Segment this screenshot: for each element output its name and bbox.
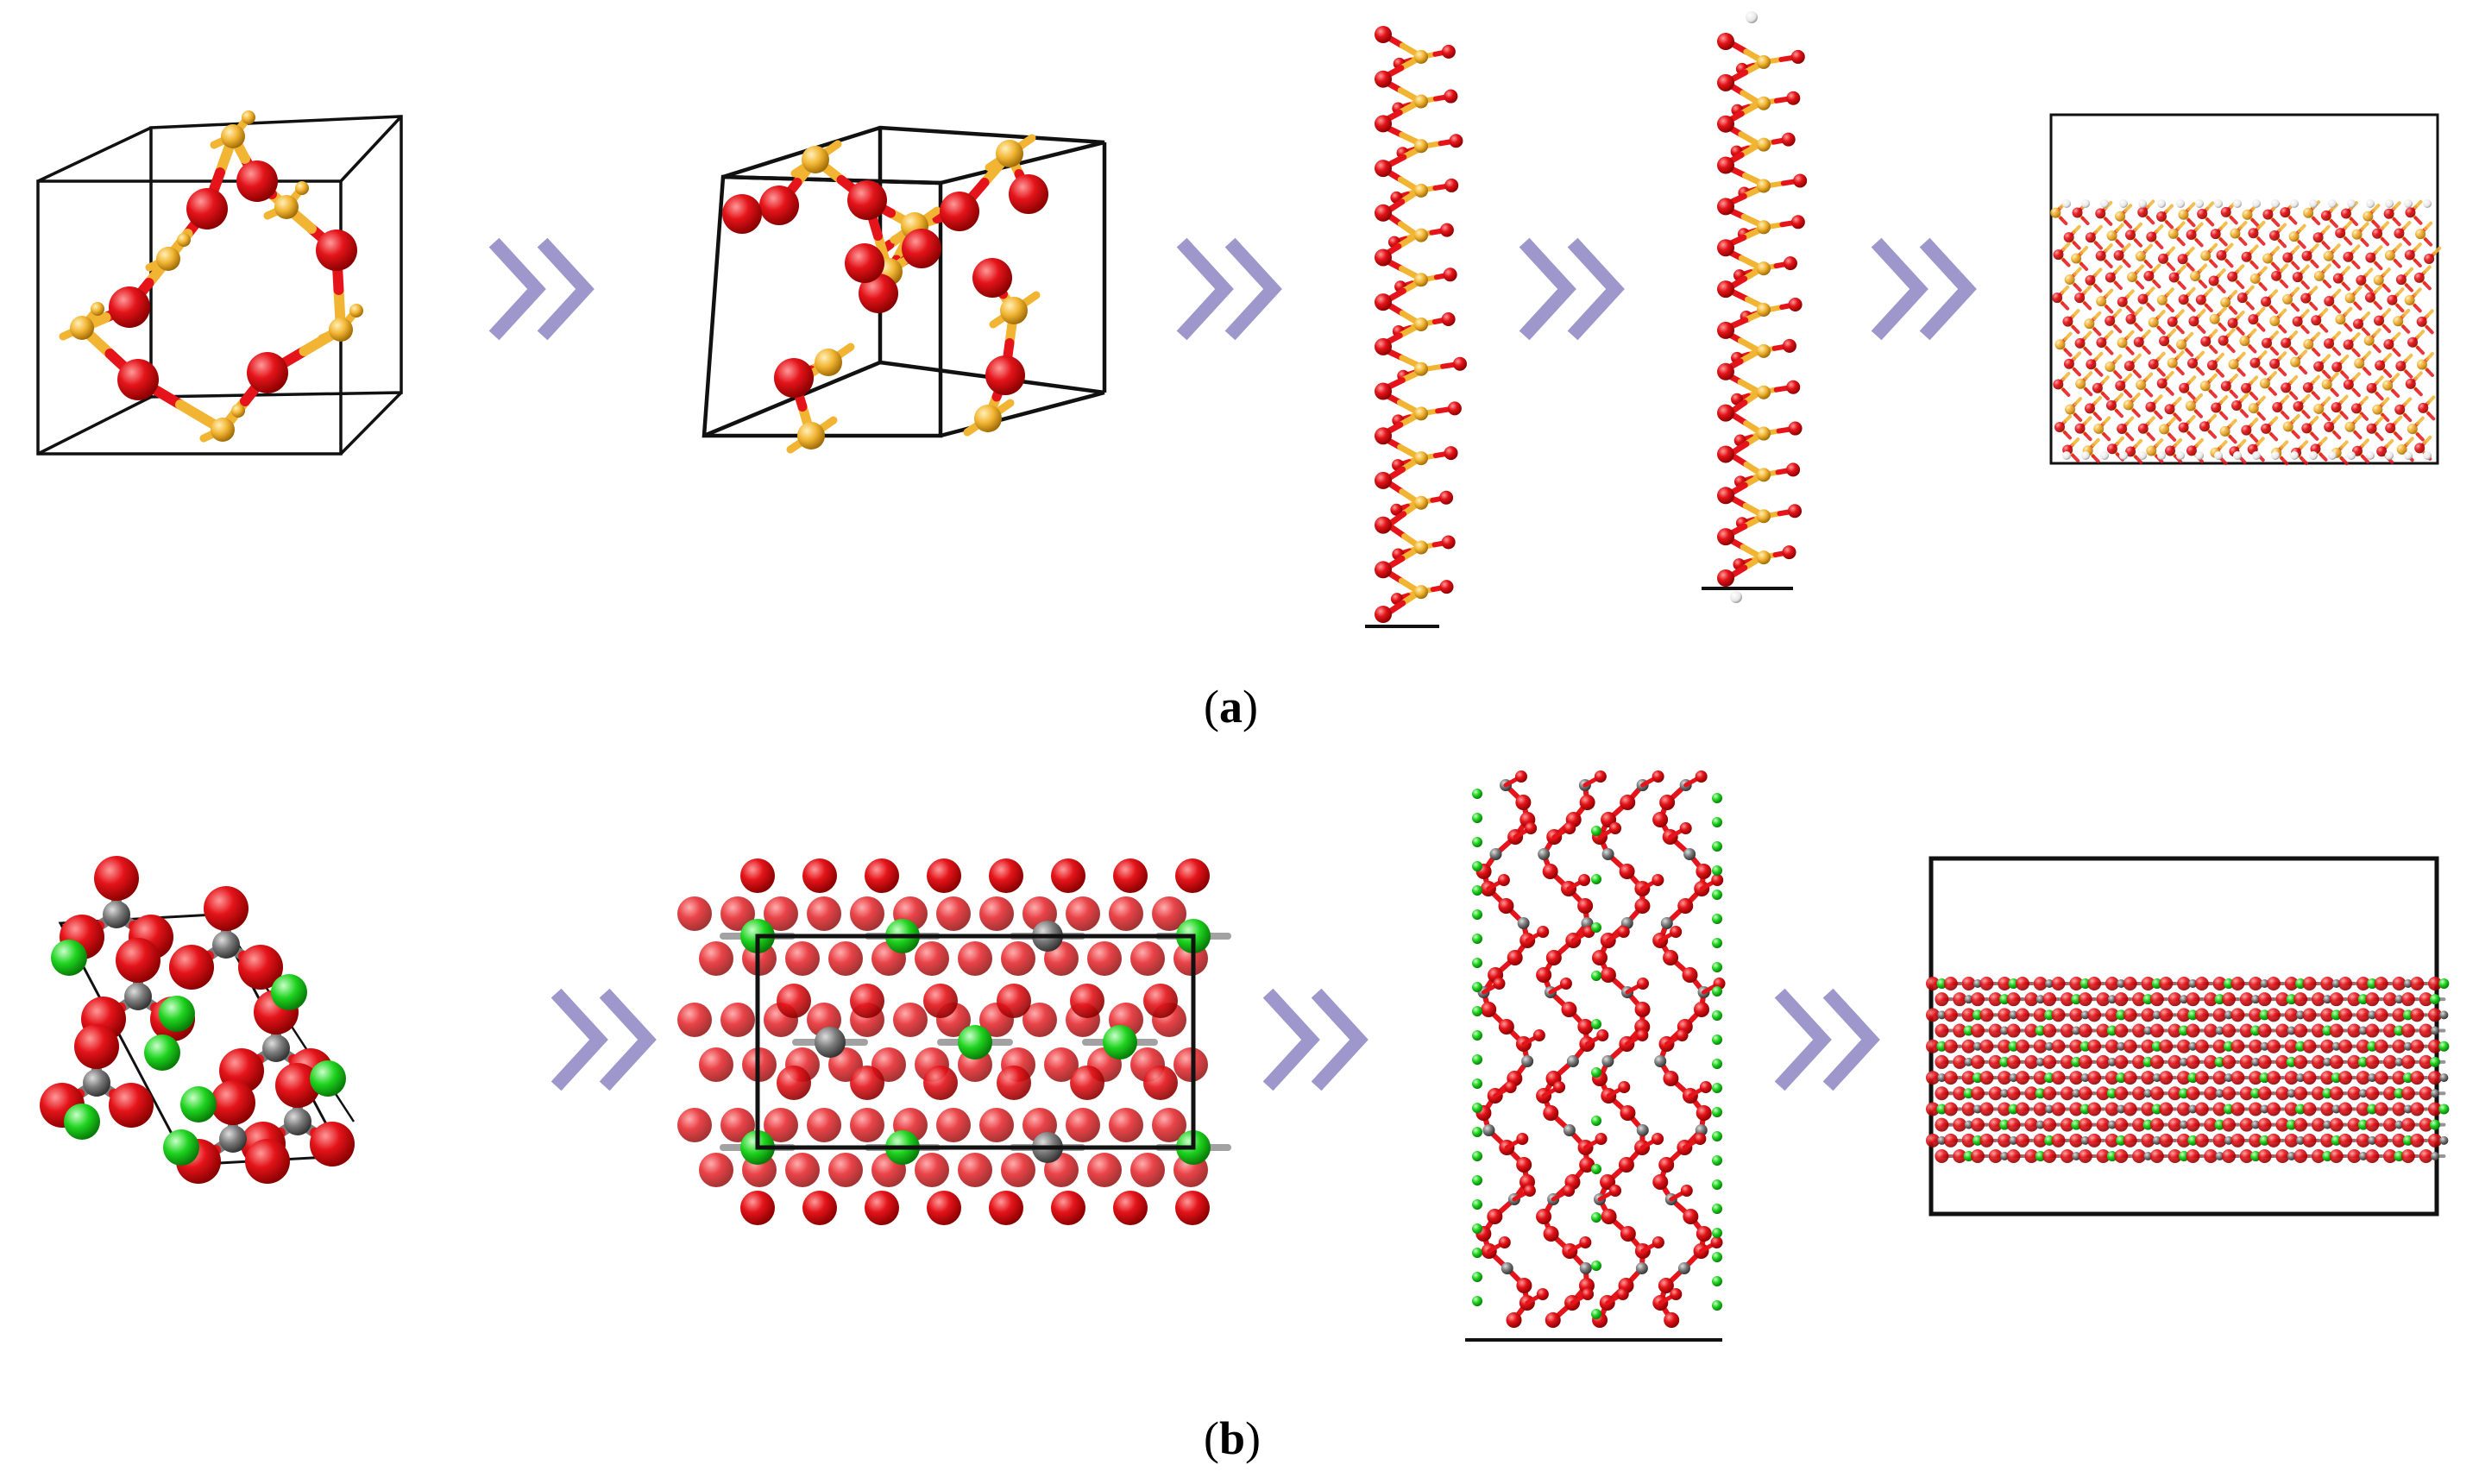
silica-ring-structure xyxy=(59,110,363,443)
panel-a-cell-2 xyxy=(702,125,1107,454)
panel-a-cell-1 xyxy=(36,110,403,456)
silica-framework-structure xyxy=(722,134,1048,454)
calcite-cell-structure xyxy=(40,856,355,1184)
panel-b-cell-1 xyxy=(40,856,355,1184)
panel-b-chain xyxy=(1465,770,1726,1342)
panel-b-slab xyxy=(1926,856,2450,1217)
arrows-row-b xyxy=(551,988,1880,1091)
panel-a-slab xyxy=(2049,113,2442,466)
panel-b-cell-2 xyxy=(677,858,1231,1225)
panel-a-chain-2 xyxy=(1702,11,1808,603)
panel-label-a: (a) xyxy=(1204,681,1258,733)
arrows-row-a xyxy=(488,237,1977,341)
panel-label-b: (b) xyxy=(1204,1412,1262,1464)
panel-a-chain-1 xyxy=(1365,26,1467,628)
